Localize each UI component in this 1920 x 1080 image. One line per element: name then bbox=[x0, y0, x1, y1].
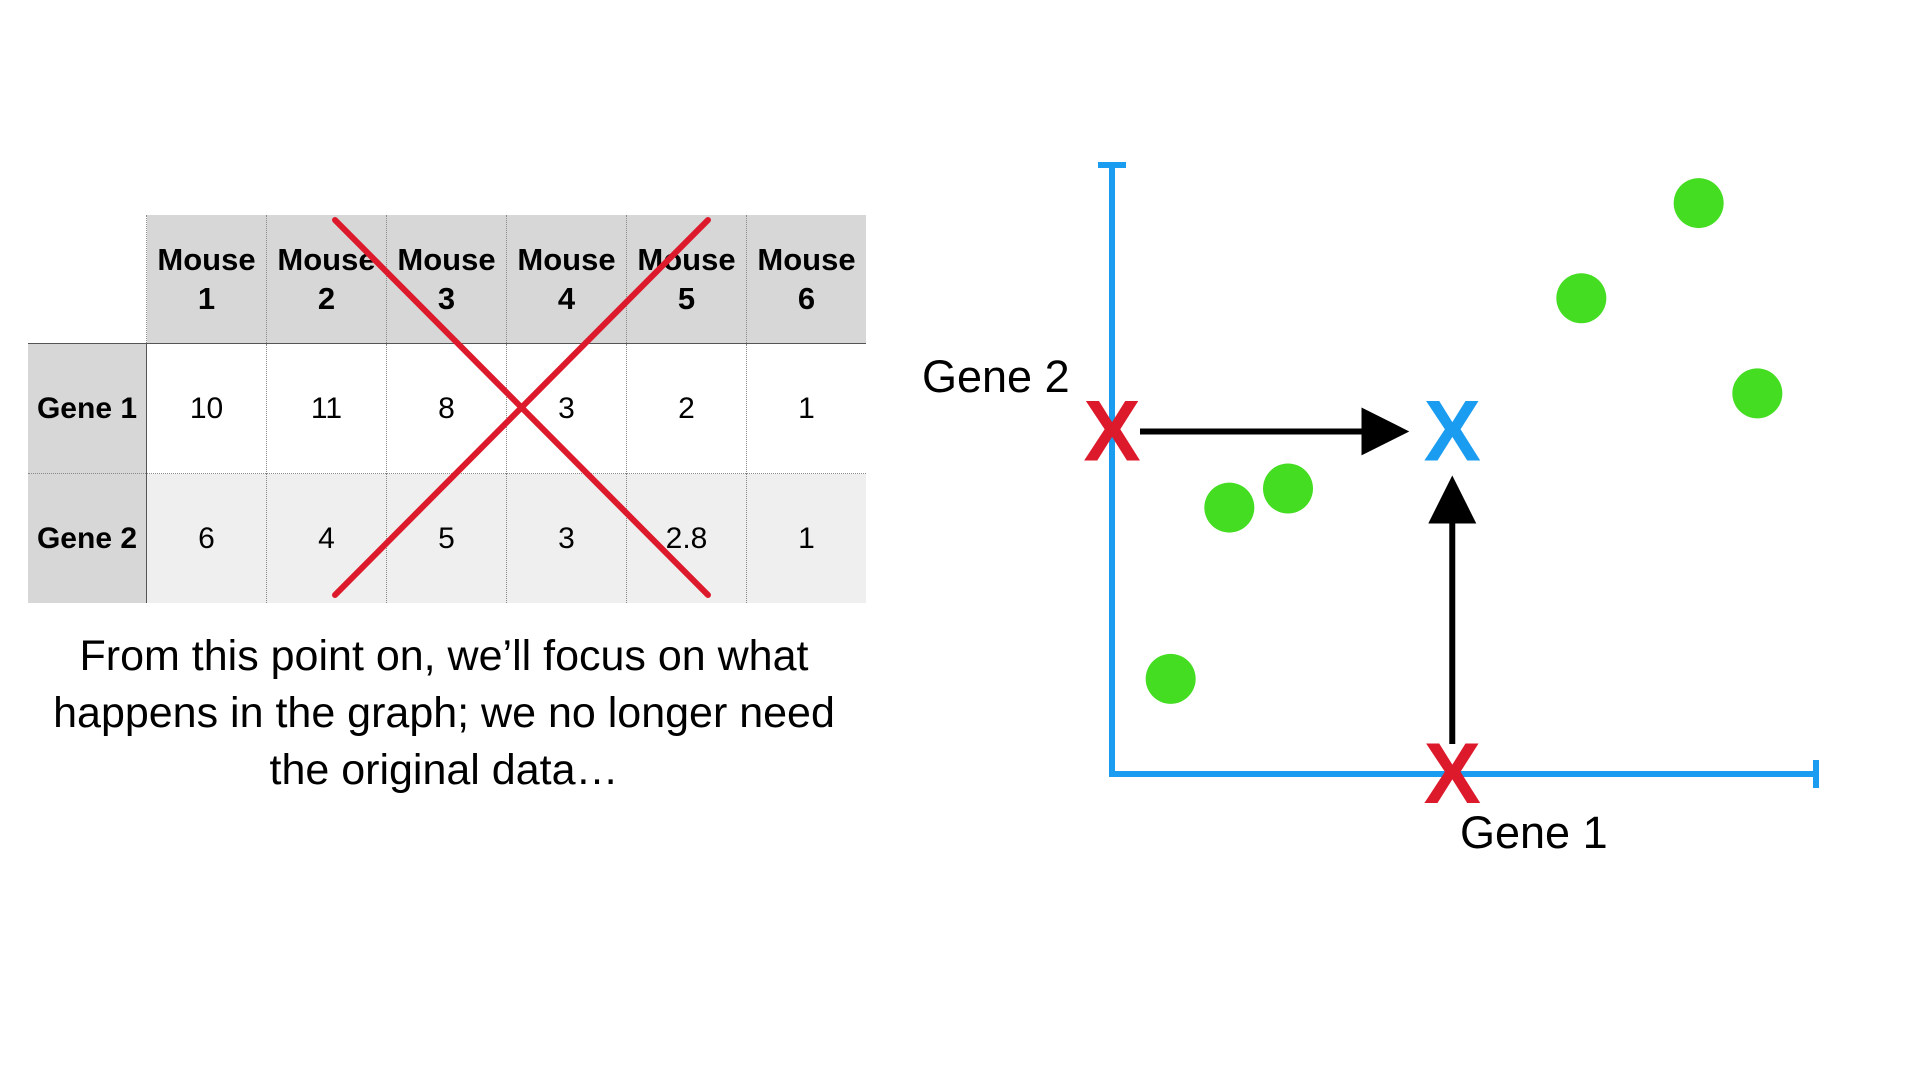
table-cell: 10 bbox=[146, 343, 267, 474]
y-axis-mean-mark: X bbox=[1083, 383, 1140, 479]
row-header-gene-2: Gene 2 bbox=[28, 473, 147, 603]
table-cell: 1 bbox=[746, 343, 866, 474]
data-point-4 bbox=[1263, 463, 1313, 514]
y-axis-label: Gene 2 bbox=[922, 351, 1070, 402]
table-corner bbox=[28, 215, 147, 344]
x-axis-label: Gene 1 bbox=[1460, 807, 1608, 858]
data-point-1 bbox=[1673, 178, 1724, 229]
data-center-mark: X bbox=[1424, 383, 1481, 479]
projection-arrows bbox=[1140, 407, 1477, 744]
table-cell: 1 bbox=[746, 473, 866, 603]
row-header-gene-1: Gene 1 bbox=[28, 343, 147, 474]
slide-caption: From this point on, we’ll focus on what … bbox=[53, 632, 835, 794]
data-points bbox=[1145, 178, 1783, 704]
x-axis-mean-mark: X bbox=[1424, 726, 1481, 822]
data-point-6 bbox=[1145, 653, 1196, 704]
data-point-5 bbox=[1204, 482, 1255, 533]
data-point-2 bbox=[1732, 368, 1783, 419]
data-point-3 bbox=[1556, 273, 1607, 324]
table-cell: 6 bbox=[146, 473, 267, 603]
plot-axes bbox=[1098, 162, 1819, 788]
